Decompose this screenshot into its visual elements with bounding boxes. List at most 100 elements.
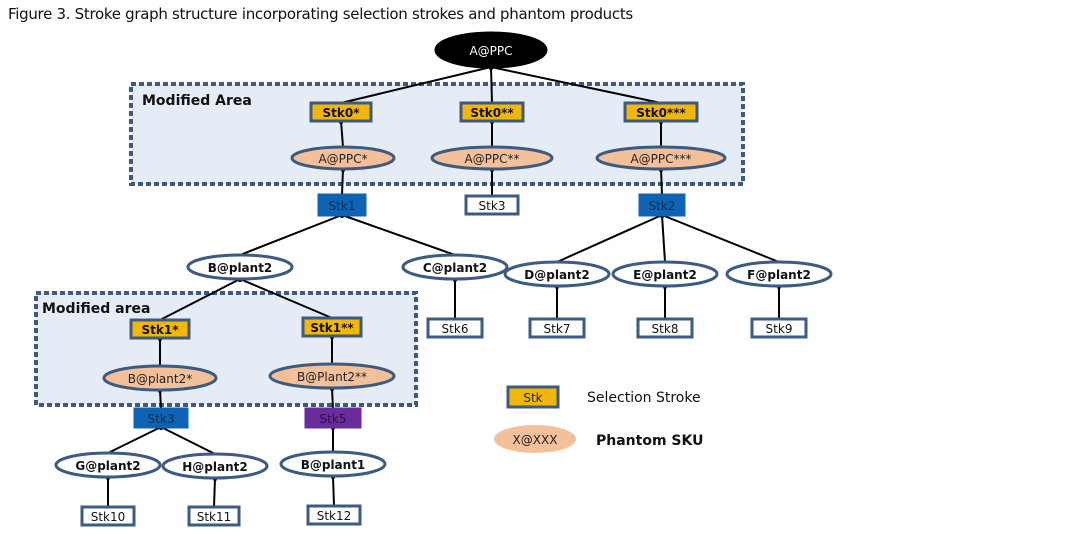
node-label: Stk0** (470, 106, 514, 120)
node-stk7: Stk7 (528, 317, 586, 339)
stroke-node-shape (304, 407, 362, 429)
node-stk12: Stk12 (306, 504, 362, 526)
node-label: B@Plant2** (297, 370, 367, 384)
sku-node-shape (611, 260, 719, 288)
node-stk1: Stk1 (317, 193, 367, 217)
node-label: C@plant2 (423, 261, 487, 275)
stroke-node-shape (528, 317, 586, 339)
node-label: Stk3 (148, 412, 175, 426)
node-stk0c: Stk0*** (623, 101, 699, 123)
node-bp2a: B@plant2* (102, 364, 218, 392)
legend-label: Phantom SKU (596, 433, 703, 449)
edge-hplant2-to-stk3 (160, 426, 216, 455)
node-stk9: Stk9 (750, 317, 808, 339)
phantom-sku-shape (430, 145, 554, 171)
node-gplant2: G@plant2 (54, 451, 162, 479)
node-ppc3: A@PPC*** (595, 145, 727, 171)
selection-stroke-shape (129, 318, 191, 340)
node-ppc1: A@PPC* (290, 145, 396, 171)
node-label: Stk10 (91, 510, 126, 524)
node-label: A@PPC** (464, 152, 519, 166)
node-label: A@PPC (469, 44, 512, 58)
selection-stroke-shape (459, 101, 525, 123)
node-label: Stk9 (766, 322, 793, 336)
stroke-node-shape (187, 505, 241, 527)
phantom-sku-shape (290, 145, 396, 171)
node-fplant2: F@plant2 (725, 260, 833, 288)
node-stk6: Stk6 (426, 317, 484, 339)
sku-node-shape (725, 260, 833, 288)
sku-node-shape (401, 253, 509, 281)
node-bplant1: B@plant1 (279, 450, 387, 478)
legend-item-phantom: X@XXX Phantom SKU (494, 425, 703, 453)
edge-gplant2-to-stk3 (107, 426, 162, 454)
node-cplant2: C@plant2 (401, 253, 509, 281)
edge-stk1a-to-bplant2 (159, 278, 241, 321)
node-stk3: Stk3 (133, 407, 189, 429)
figure-title: Figure 3. Stroke graph structure incorpo… (8, 5, 633, 23)
edge-stk2-to-ppc3 (660, 168, 663, 196)
node-root: A@PPC (434, 31, 548, 69)
node-label: Stk11 (197, 510, 232, 524)
node-bp2b: B@Plant2** (268, 362, 396, 390)
selection-stroke-shape (309, 101, 373, 123)
selection-stroke-shape (301, 316, 363, 338)
legend-selection-stroke-swatch (506, 385, 560, 409)
modified-area-label: Modified Area (142, 93, 252, 109)
node-stk1a: Stk1* (129, 318, 191, 340)
node-label: Stk1** (310, 321, 354, 335)
node-label: E@plant2 (633, 268, 697, 282)
edge-stk0a-to-root (340, 66, 492, 104)
node-label: Stk8 (652, 322, 679, 336)
node-label: Stk5 (320, 412, 347, 426)
edge-stk0b-to-root (490, 66, 493, 104)
edge-cplant2-to-stk1 (341, 214, 456, 256)
node-stk11: Stk11 (187, 505, 241, 527)
sku-node-shape (186, 253, 294, 281)
phantom-sku-shape (595, 145, 727, 171)
node-stk8: Stk8 (636, 317, 694, 339)
node-label: Stk7 (544, 322, 571, 336)
node-stk5: Stk5 (304, 407, 362, 429)
sku-node-shape (503, 260, 611, 288)
node-label: B@plant1 (301, 458, 366, 472)
selection-stroke-shape (623, 101, 699, 123)
sku-node-shape (54, 451, 162, 479)
sku-node-shape (279, 450, 387, 478)
stroke-node-shape (464, 194, 520, 216)
stroke-node-shape (638, 193, 686, 217)
node-label: G@plant2 (75, 459, 140, 473)
edge-bplant2-to-stk1 (239, 214, 343, 256)
node-label: Stk3 (479, 199, 506, 213)
edge-stk1-to-ppc1 (341, 168, 344, 196)
legend-symbol: X@XXX (513, 433, 558, 447)
legend-phantom-sku-swatch (494, 425, 576, 453)
edge-eplant2-to-stk2 (661, 214, 666, 263)
edge-stk0c-to-root (490, 66, 662, 104)
stroke-node-shape (306, 504, 362, 526)
edge-stk12-to-bplant1 (332, 475, 335, 507)
edge-ppc1-to-stk0a (340, 120, 344, 148)
node-stk0b: Stk0** (459, 101, 525, 123)
phantom-sku-shape (102, 364, 218, 392)
node-label: A@PPC*** (630, 152, 691, 166)
node-stk10: Stk10 (80, 505, 136, 527)
edge-stk5-to-bp2b (331, 387, 334, 410)
phantom-sku-shape (268, 362, 396, 390)
stroke-node-shape (426, 317, 484, 339)
edge-dplant2-to-stk2 (556, 214, 663, 263)
node-label: Stk6 (442, 322, 469, 336)
node-stk3top: Stk3 (464, 194, 520, 216)
edge-stk11-to-hplant2 (213, 477, 216, 508)
edge-fplant2-to-stk2 (661, 214, 780, 263)
edge-stk3-to-bp2a (159, 389, 162, 410)
node-hplant2: H@plant2 (161, 452, 269, 480)
stroke-node-shape (317, 193, 367, 217)
legend-symbol: Stk (523, 391, 542, 405)
node-stk0a: Stk0* (309, 101, 373, 123)
sku-node-shape (434, 31, 548, 69)
edge-stk1b-to-bplant2 (239, 278, 333, 319)
node-ppc2: A@PPC** (430, 145, 554, 171)
node-dplant2: D@plant2 (503, 260, 611, 288)
